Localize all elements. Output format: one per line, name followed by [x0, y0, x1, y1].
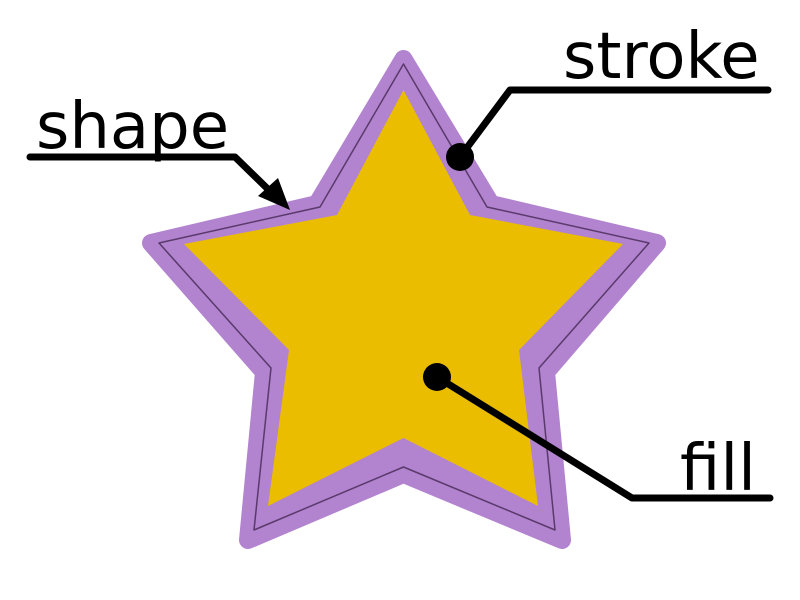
star-fill [184, 90, 623, 506]
stroke-leader-line [456, 86, 772, 161]
star-shape-outline [158, 63, 650, 531]
fill-leader-line [433, 373, 774, 502]
shape-label: shape [36, 90, 229, 164]
shape-arrowhead [258, 178, 290, 210]
shape-leader-line [26, 153, 280, 201]
stroke-marker-dot [446, 143, 474, 171]
fill-marker-dot [423, 363, 451, 391]
stroke-label: stroke [563, 20, 760, 94]
fill-label: fill [680, 432, 756, 506]
